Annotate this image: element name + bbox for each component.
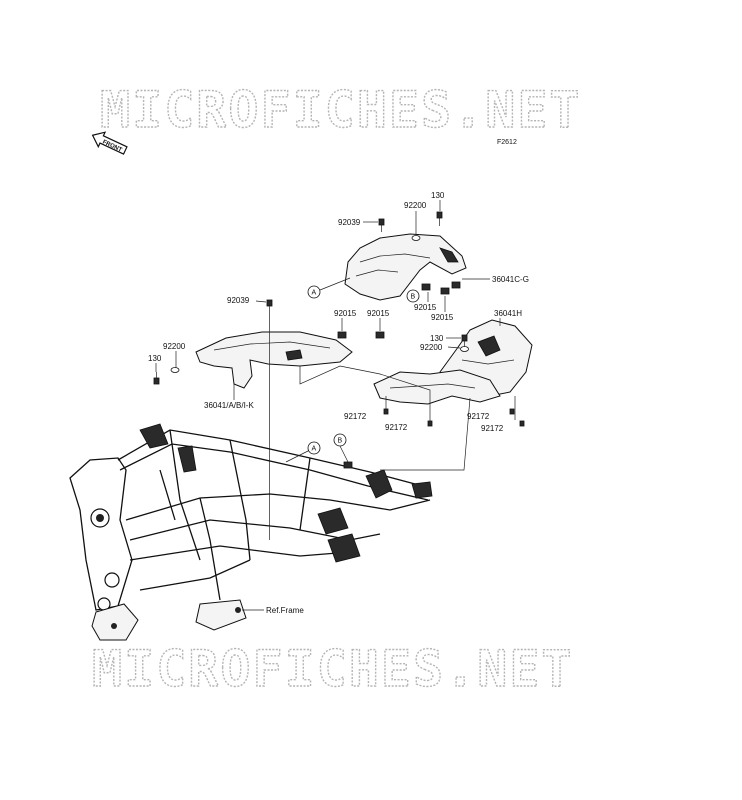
bolt-icon bbox=[509, 408, 515, 415]
bolt-icon bbox=[519, 420, 525, 427]
svg-text:B: B bbox=[338, 438, 343, 445]
label-130-mid: 130 bbox=[430, 334, 444, 343]
label-92172-4: 92172 bbox=[481, 424, 504, 433]
bolt-icon bbox=[266, 299, 273, 307]
label-92015-l1: 92015 bbox=[334, 309, 357, 318]
label-92172-2: 92172 bbox=[385, 423, 408, 432]
clip-nut-icon bbox=[451, 281, 461, 289]
svg-text:A: A bbox=[312, 290, 317, 297]
washer-icon bbox=[411, 235, 421, 241]
bolt-icon bbox=[378, 218, 385, 232]
watermark-top: MICROFICHES.NET bbox=[100, 81, 582, 139]
svg-text:B: B bbox=[411, 294, 416, 301]
callout-b-upper: B bbox=[406, 289, 420, 303]
label-92172-1: 92172 bbox=[344, 412, 367, 421]
label-92015-l2: 92015 bbox=[367, 309, 390, 318]
figure-code: F2612 bbox=[497, 139, 517, 146]
clip-nut-icon bbox=[337, 331, 347, 339]
svg-text:A: A bbox=[312, 446, 317, 453]
label-130-top: 130 bbox=[431, 191, 445, 200]
label-130-left: 130 bbox=[148, 354, 162, 363]
label-36041-abik: 36041/A/B/I-K bbox=[204, 401, 254, 410]
label-36041h: 36041H bbox=[494, 309, 522, 318]
label-92200-mid: 92200 bbox=[420, 343, 443, 352]
washer-icon bbox=[170, 367, 180, 373]
callout-a-upper: A bbox=[307, 285, 321, 299]
bolt-icon bbox=[383, 408, 389, 415]
bolt-icon bbox=[427, 420, 433, 427]
clip-nut-icon bbox=[440, 287, 450, 295]
label-92200-left: 92200 bbox=[163, 342, 186, 351]
label-92039-top: 92039 bbox=[338, 218, 361, 227]
seat-cover-middle bbox=[373, 369, 501, 405]
clip-nut-icon bbox=[421, 283, 431, 291]
seat-cover-36041-abik bbox=[195, 331, 353, 389]
callout-a-frame: A bbox=[307, 441, 321, 455]
label-ref-frame: Ref.Frame bbox=[266, 606, 304, 615]
motorcycle-frame bbox=[69, 423, 433, 641]
bolt-icon bbox=[153, 372, 160, 385]
clip-nut-icon bbox=[375, 331, 385, 339]
bolt-icon bbox=[436, 211, 443, 226]
label-92015-b2: 92015 bbox=[431, 313, 454, 322]
label-92172-3: 92172 bbox=[467, 412, 490, 421]
label-92015-b1: 92015 bbox=[414, 303, 437, 312]
clip-nut-icon bbox=[343, 461, 353, 469]
label-92200-top: 92200 bbox=[404, 201, 427, 210]
label-92039-left: 92039 bbox=[227, 296, 250, 305]
washer-icon bbox=[460, 346, 469, 352]
seat-cover-36041c-g bbox=[344, 233, 467, 301]
label-36041c-g: 36041C-G bbox=[492, 275, 529, 284]
callout-b-frame: B bbox=[333, 433, 347, 447]
watermark-bottom: MICROFICHES.NET bbox=[92, 640, 574, 698]
